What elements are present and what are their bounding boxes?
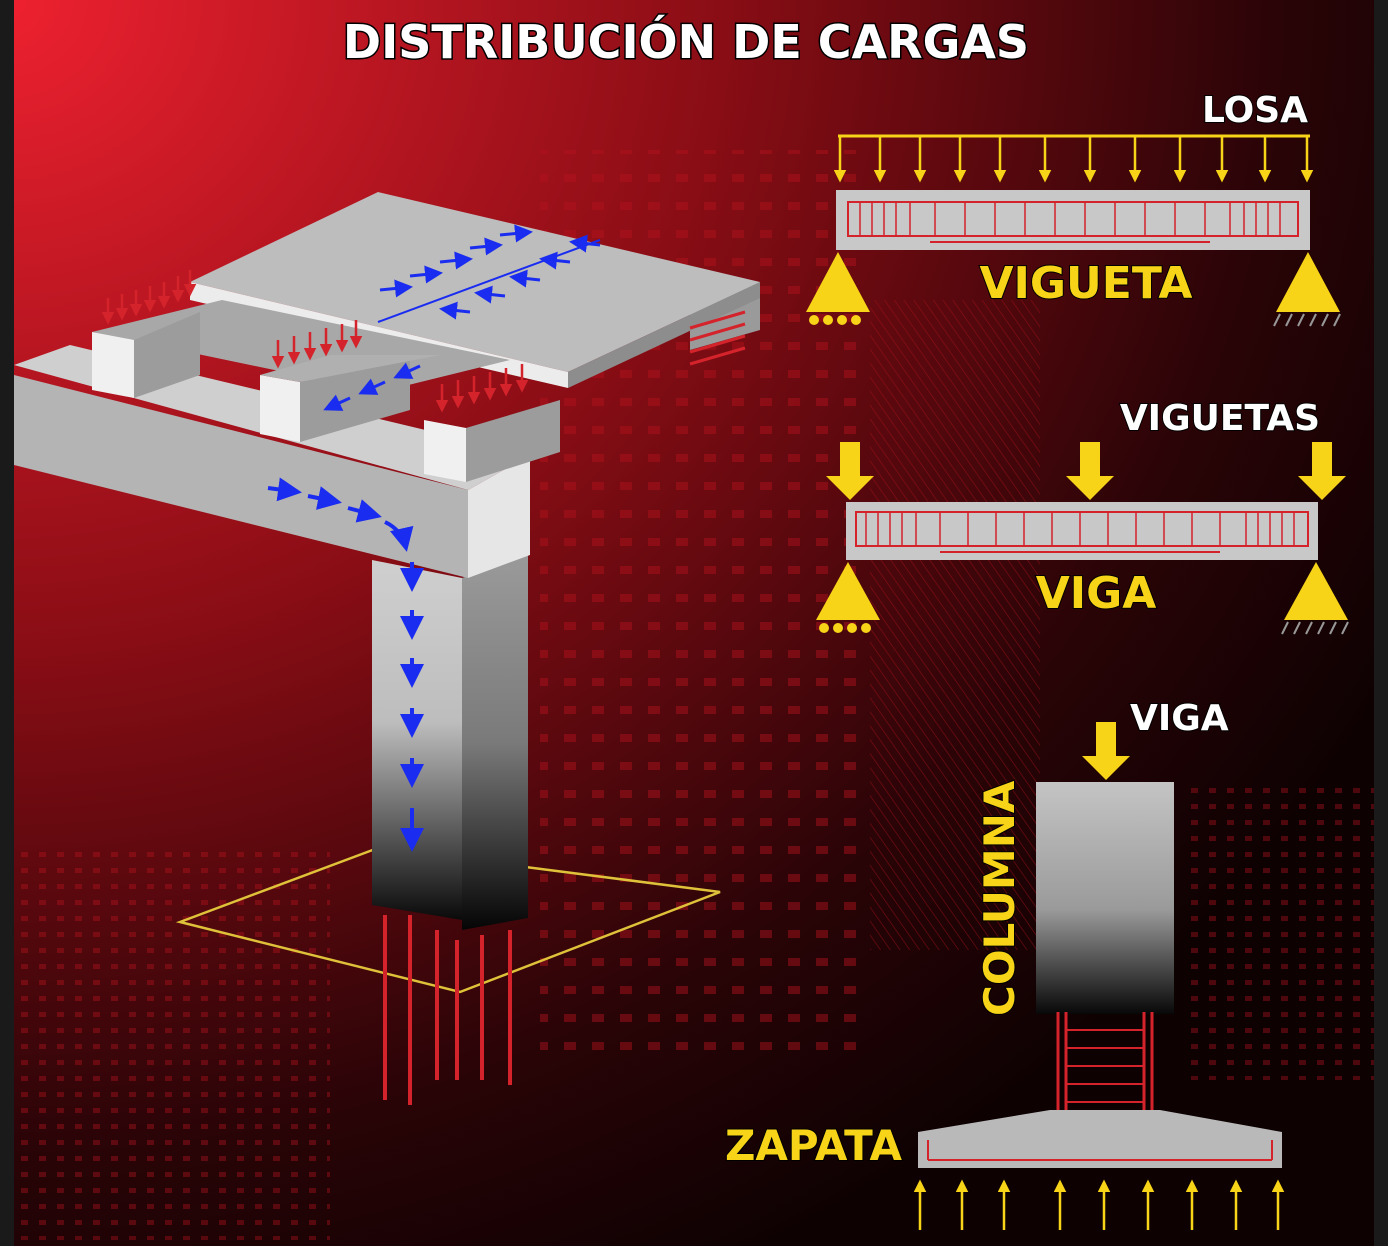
slab-top (190, 192, 760, 372)
label-viga: VIGA (1036, 568, 1157, 619)
page-title: DISTRIBUCIÓN DE CARGAS (343, 15, 1029, 69)
left-frame-edge (0, 0, 14, 1246)
joist-3-side (466, 400, 560, 482)
structure-3d (14, 192, 760, 1105)
beam-column-flow-arrows (267, 477, 424, 852)
right-frame-edge (1374, 0, 1388, 1246)
footing-body (918, 1110, 1282, 1168)
bg-pattern-dots-left (0, 850, 330, 1240)
vigueta-beam (836, 190, 1310, 250)
viga-diagram: VIGUETAS (816, 397, 1349, 635)
vigueta-right-ground (1273, 313, 1341, 327)
joist-2-top (260, 355, 440, 382)
vigueta-left-support (806, 252, 870, 312)
vigueta-left-rollers (809, 315, 861, 325)
label-viguetas: VIGUETAS (1120, 398, 1320, 439)
soil-reaction-arrows (913, 1179, 1285, 1230)
edge-red-lines (689, 310, 746, 366)
viga-left-rollers (819, 623, 871, 633)
footing-outline (175, 846, 721, 994)
viga-stirrups (865, 512, 1295, 546)
viga-right-support (1284, 562, 1348, 620)
main-beam-front (14, 375, 468, 578)
losa-load-arrows (833, 136, 1314, 183)
bg-pattern-hatch (870, 300, 1040, 950)
column-front (372, 560, 462, 920)
joist-load-arrows (101, 270, 529, 413)
viguetas-point-loads (826, 442, 1346, 500)
vigueta-rebar-cage (847, 201, 1299, 237)
viga-rebar-cage (855, 511, 1309, 547)
column-footing-ties (1066, 1029, 1144, 1103)
label-zapata: ZAPATA (725, 1121, 903, 1170)
vigueta-diagram: LOSA (806, 89, 1341, 327)
joist-2-end (260, 375, 300, 442)
slab-dividing-line (377, 239, 601, 323)
column-rebars (383, 915, 512, 1105)
joist-2-side (300, 355, 410, 442)
viga-left-support (816, 562, 880, 620)
main-beam-end (468, 455, 530, 578)
label-viga-load: VIGA (1130, 698, 1229, 739)
vigueta-right-support (1276, 252, 1340, 312)
column-body (1036, 782, 1174, 1014)
viga-right-ground (1281, 621, 1349, 635)
label-losa: LOSA (1202, 90, 1308, 131)
slab-side-edge (568, 282, 760, 388)
bg-pattern-dots-right (1190, 780, 1380, 1080)
column-point-load (1082, 722, 1130, 780)
joist-1-side (134, 312, 200, 398)
column-side (462, 555, 528, 930)
slab-flow-arrows (323, 224, 601, 411)
column-footing-diagram: VIGA COLUMNA ZAPATA (724, 697, 1285, 1230)
joist-1-end (92, 332, 134, 398)
label-columna: COLUMNA (975, 780, 1024, 1016)
joist-3-end (424, 420, 466, 482)
vigueta-stirrups (859, 202, 1281, 236)
label-vigueta: VIGUETA (980, 258, 1193, 309)
